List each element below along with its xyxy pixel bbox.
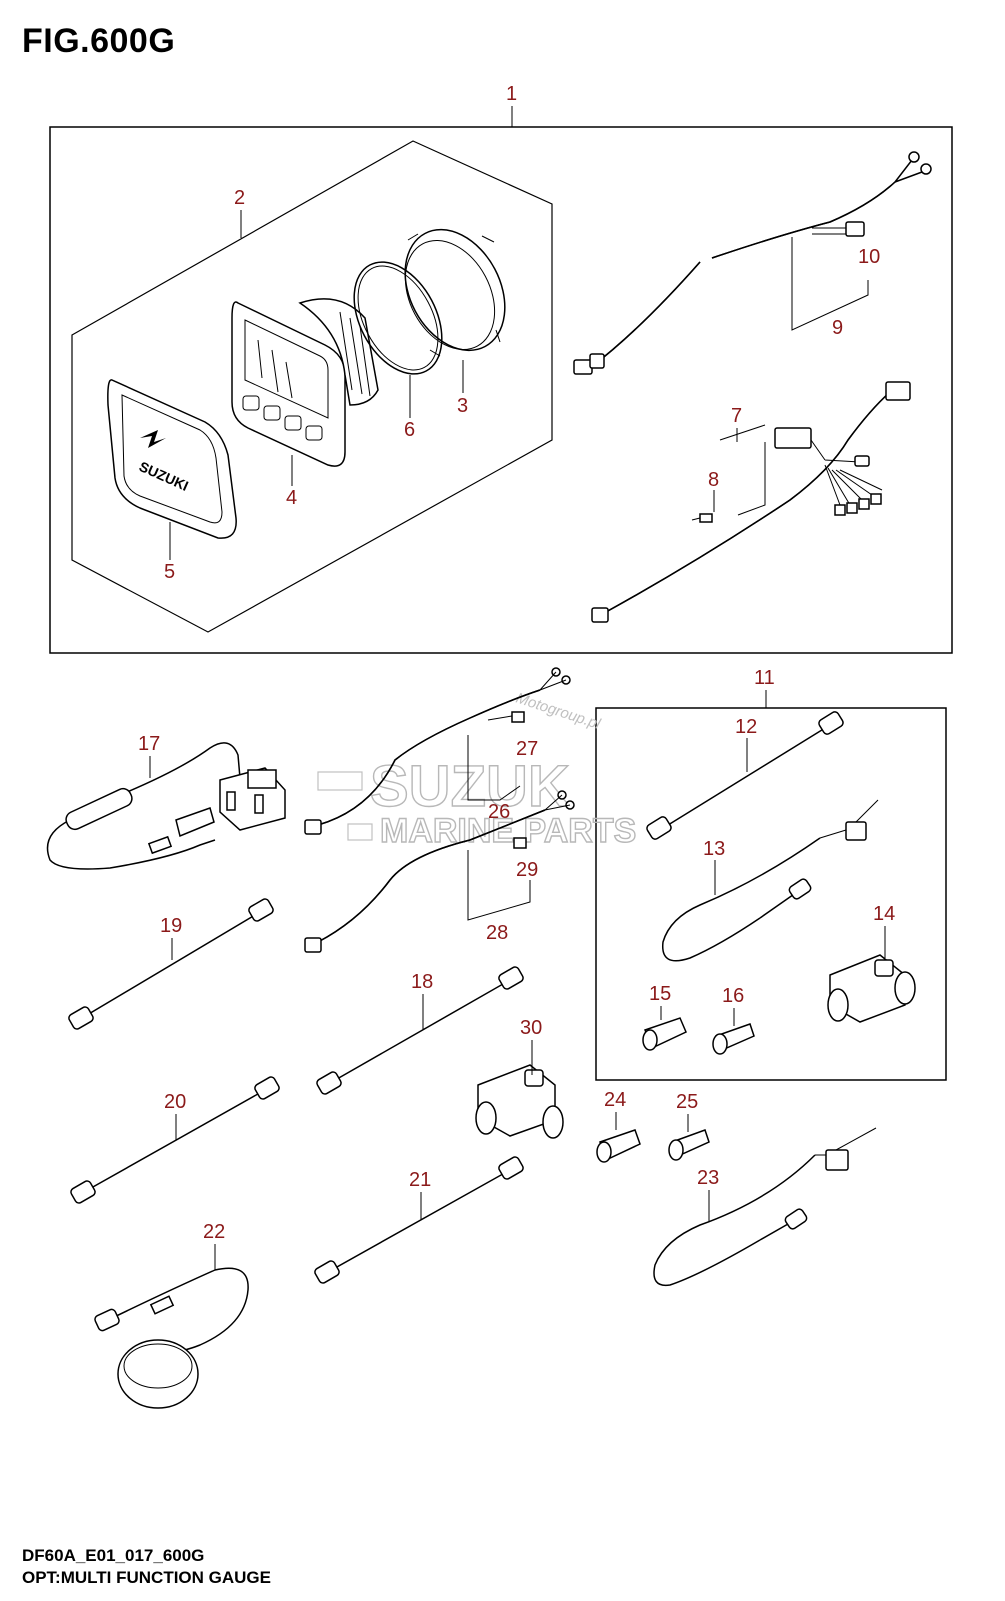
svg-text:SUZUK: SUZUK: [370, 754, 570, 819]
assembly-box-1: [49, 126, 953, 654]
kit-box-11: [595, 707, 947, 1081]
cable-21: [314, 1156, 524, 1284]
callout-17: 17: [138, 733, 160, 755]
cable-12: [646, 711, 844, 840]
gauge-body-4: [231, 298, 379, 467]
callout-8: 8: [708, 469, 719, 491]
diagram-caption: OPT:MULTI FUNCTION GAUGE: [22, 1568, 271, 1587]
main-harness-7: [591, 381, 911, 623]
harness-28: [304, 790, 575, 953]
cable-18: [316, 966, 524, 1095]
sensor-22: [94, 1267, 249, 1409]
callout-12: 12: [735, 716, 757, 738]
sensor-17: [46, 742, 286, 870]
terminator-24: [596, 1129, 641, 1163]
callout-14: 14: [873, 903, 895, 925]
cable-20: [70, 1076, 280, 1204]
callout-29: 29: [516, 859, 538, 881]
callout-9: 9: [832, 317, 843, 339]
callout-10: 10: [858, 246, 880, 268]
callout-6: 6: [404, 419, 415, 441]
callout-15: 15: [649, 983, 671, 1005]
terminator-16: [712, 1023, 755, 1055]
callout-19: 19: [160, 915, 182, 937]
gauge-subassembly-box: [71, 140, 553, 633]
harness-26: [304, 667, 571, 835]
lock-nut-3: [404, 228, 506, 357]
callout-18: 18: [411, 971, 433, 993]
callout-24: 24: [604, 1089, 626, 1111]
callout-23: 23: [697, 1167, 719, 1189]
callout-11: 11: [754, 667, 775, 689]
callout-28: 28: [486, 922, 508, 944]
svg-text:MARINE PARTS: MARINE PARTS: [380, 812, 636, 850]
callout-25: 25: [676, 1091, 698, 1113]
cable-19: [68, 898, 274, 1030]
callout-7: 7: [731, 405, 742, 427]
callout-2: 2: [234, 187, 245, 209]
screw-8: [691, 513, 713, 523]
callout-3: 3: [457, 395, 468, 417]
terminator-25: [668, 1129, 710, 1161]
watermark: SUZUK MARINE PARTS Motogroup.pl: [317, 690, 637, 851]
leader-lines: [149, 106, 886, 1270]
callout-13: 13: [703, 838, 725, 860]
o-ring-6: [353, 261, 443, 375]
callout-16: 16: [722, 985, 744, 1007]
callout-4: 4: [286, 487, 297, 509]
diagram-code: DF60A_E01_017_600G: [22, 1546, 205, 1565]
callout-26: 26: [488, 801, 510, 823]
gauge-cover-5: SUZUKI: [107, 379, 237, 539]
figure-title: FIG.600G: [22, 22, 176, 60]
callout-labels: 1 2 3 4 5 6 7 8 9 10 11 12 13 14 15 16 1…: [138, 83, 895, 1243]
cable-23: [653, 1127, 877, 1287]
terminator-15: [642, 1017, 687, 1051]
svg-text:Motogroup.pl: Motogroup.pl: [514, 690, 603, 733]
callout-30: 30: [520, 1017, 542, 1039]
cable-13: [662, 799, 879, 962]
callout-22: 22: [203, 1221, 225, 1243]
callout-21: 21: [409, 1169, 431, 1191]
t-connector-14: [827, 954, 916, 1023]
callout-20: 20: [164, 1091, 186, 1113]
gauge-harness-9: [573, 151, 932, 375]
callout-27: 27: [516, 738, 538, 760]
callout-1: 1: [506, 83, 517, 105]
callout-5: 5: [164, 561, 175, 583]
t-connector-30: [475, 1064, 564, 1139]
